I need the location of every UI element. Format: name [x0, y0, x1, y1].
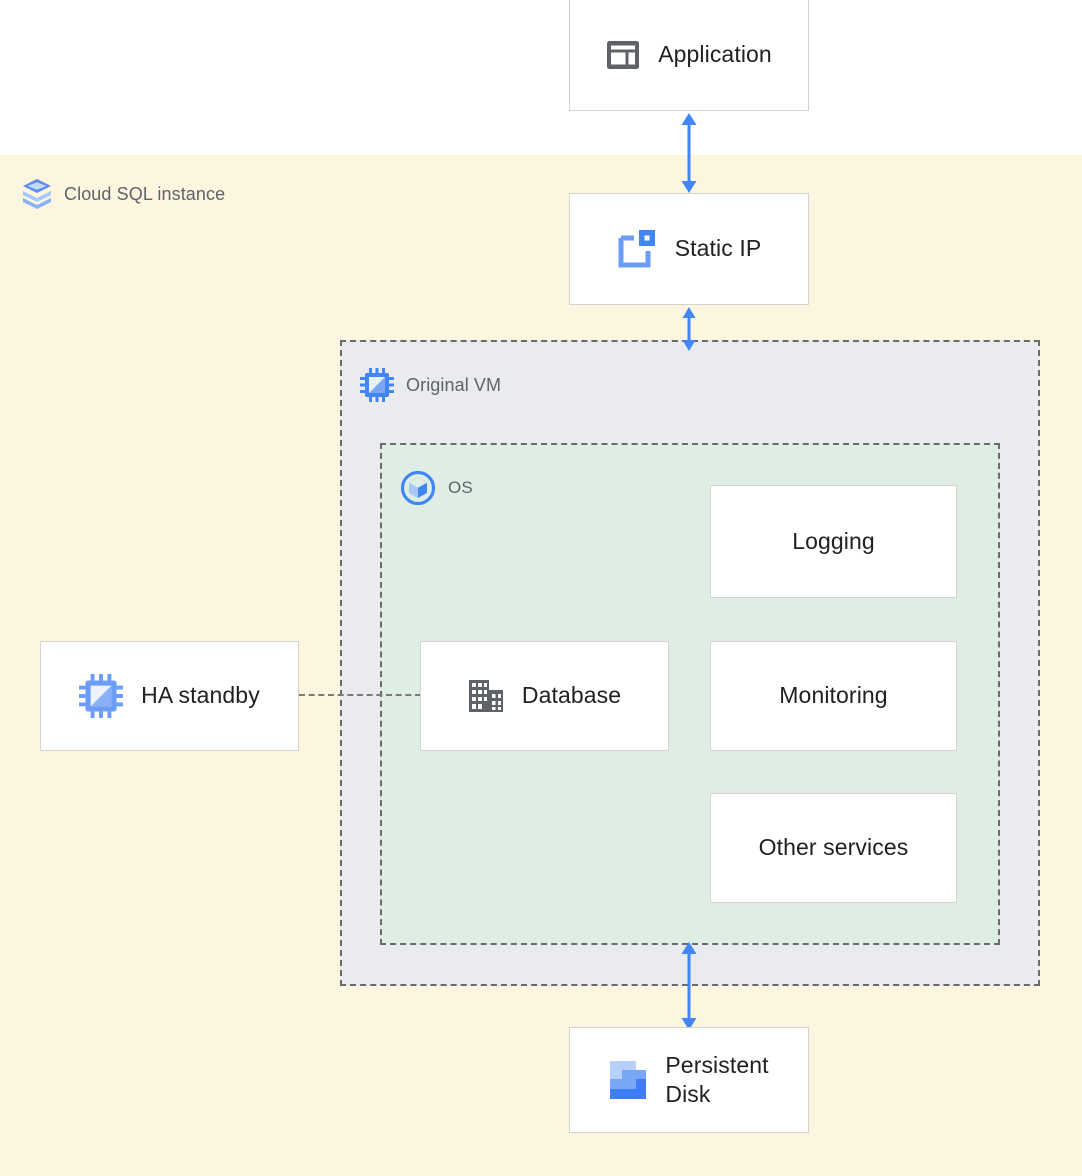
node-label: Other services [758, 834, 909, 861]
node-ha-standby[interactable]: HA standby [40, 641, 299, 751]
static-ip-icon [617, 229, 657, 269]
cpu-chip-icon [79, 674, 124, 718]
region-label-text: Original VM [406, 374, 502, 395]
region-label-text: OS [448, 478, 473, 497]
web-layout-icon [606, 40, 640, 70]
region-label-os: OS [400, 470, 473, 506]
node-label: Application [658, 40, 772, 67]
node-label: Static IP [674, 235, 762, 262]
region-label-original-vm: Original VM [360, 368, 501, 402]
node-application[interactable]: Application [569, 0, 809, 111]
cpu-chip-icon [360, 368, 394, 402]
node-monitoring[interactable]: Monitoring [710, 641, 957, 751]
region-label-cloud-sql-instance: Cloud SQL instance [22, 178, 225, 210]
node-label-line2: Disk [665, 1081, 711, 1107]
database-building-icon [468, 679, 504, 713]
node-label: Database [521, 682, 622, 709]
node-persistent-disk[interactable]: Persistent Disk [569, 1027, 809, 1133]
node-label-line1: Persistent [665, 1051, 769, 1078]
connector-ha-standby-to-database [299, 694, 421, 696]
region-label-text: Cloud SQL instance [64, 183, 226, 204]
node-label: Monitoring [779, 682, 888, 709]
node-database[interactable]: Database [420, 641, 669, 751]
node-label: HA standby [141, 682, 260, 709]
persistent-disk-icon [609, 1060, 647, 1100]
node-static-ip[interactable]: Static IP [569, 193, 809, 305]
node-logging[interactable]: Logging [710, 485, 957, 598]
os-cube-circle-icon [400, 470, 436, 506]
node-label: Logging [792, 527, 875, 554]
node-other-services[interactable]: Other services [710, 793, 957, 903]
cloud-sql-layers-icon [22, 178, 52, 210]
node-label: Persistent Disk [665, 1051, 768, 1110]
